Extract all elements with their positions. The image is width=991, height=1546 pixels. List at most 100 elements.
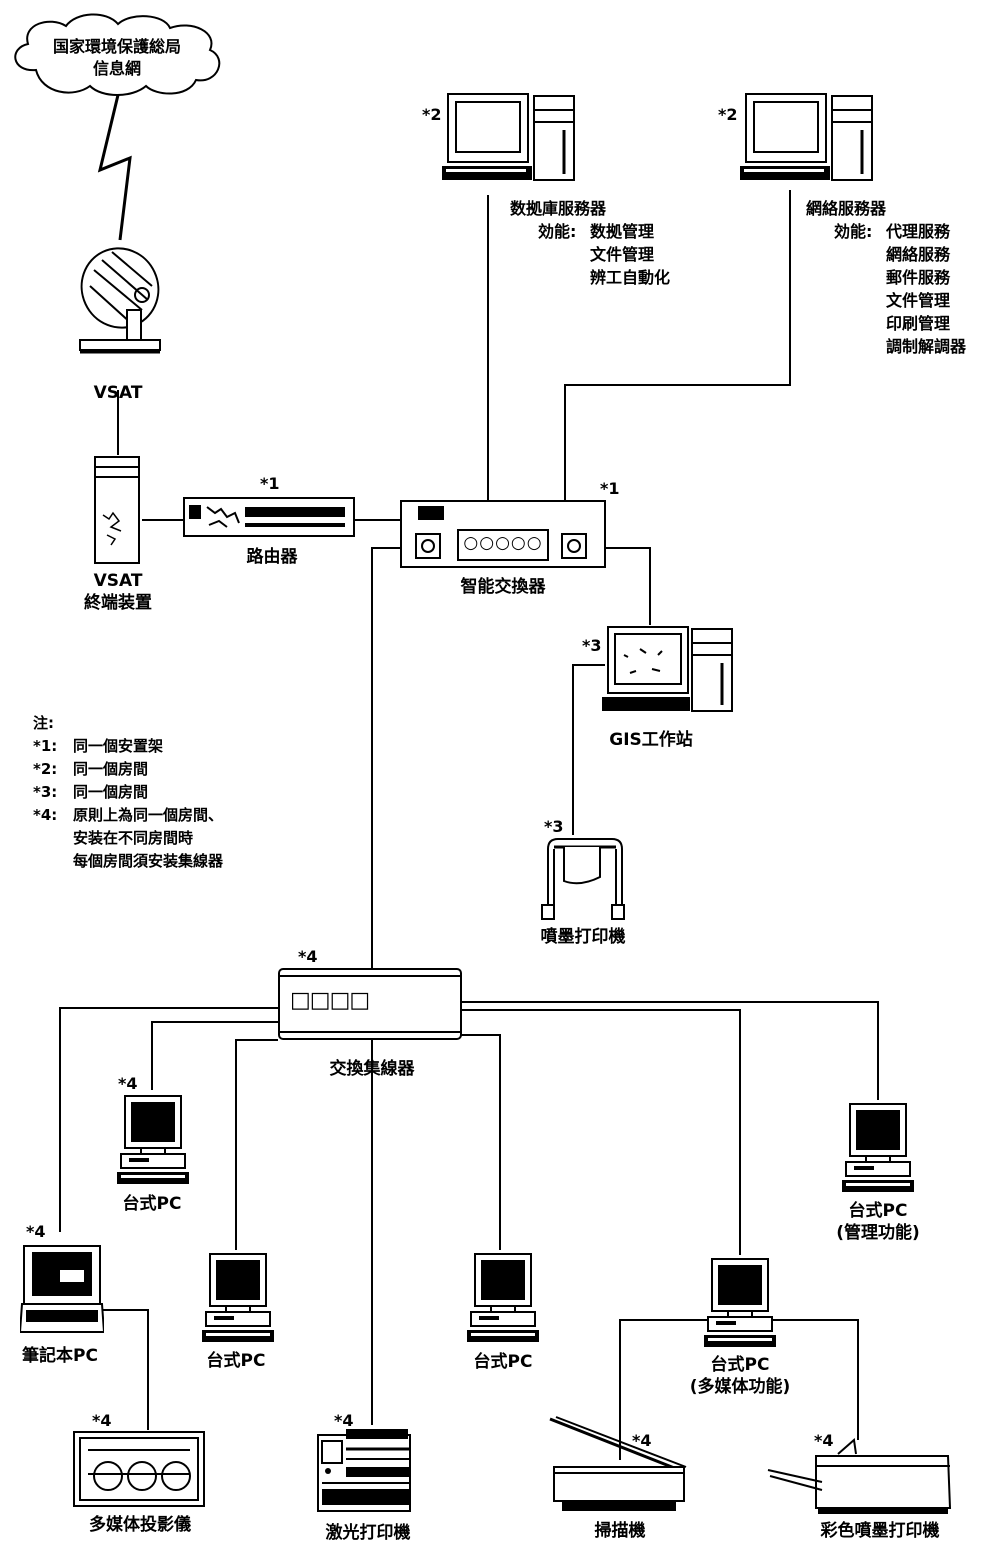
switching-hub: □□□□: [278, 968, 462, 1040]
desktop-pc-management: [840, 1100, 916, 1198]
db-func-3: 辨工自動化: [590, 266, 670, 289]
notebook-label: 筆記本PC: [22, 1345, 98, 1367]
notebook-mark: *4: [26, 1223, 46, 1241]
line-hub-pc3: [460, 1035, 500, 1250]
network-server: [738, 90, 880, 190]
desktop-pc-icon: [840, 1100, 916, 1198]
gis-workstation: [600, 625, 738, 720]
db-server-mark: *2: [422, 106, 442, 124]
notes-title: 注:: [33, 712, 223, 735]
net-server-func-key: 効能:: [834, 220, 886, 243]
hub-label: 交換集線器: [330, 1058, 415, 1080]
pc-mgmt-label2: (管理功能): [836, 1222, 920, 1244]
projector-mark: *4: [92, 1412, 112, 1430]
net-func-5: 印刷管理: [886, 312, 950, 335]
desktop-pc-icon: [702, 1255, 778, 1353]
laser-printer: [316, 1425, 416, 1517]
pc-mm-label1: 台式PC: [711, 1354, 770, 1376]
router: [183, 497, 355, 537]
laptop-icon: [20, 1242, 104, 1337]
line-hub-pcmgmt: [460, 1002, 878, 1100]
net-server-info: 網絡服務器 効能:代理服務 網絡服務 郵件服務 文件管理 印刷管理 調制解調器: [806, 197, 966, 358]
inkjet-mark: *3: [544, 818, 564, 836]
net-func-3: 郵件服務: [886, 266, 950, 289]
cloud-label-line1: 国家環境保護総局: [53, 36, 181, 58]
net-func-1: 代理服務: [886, 220, 950, 243]
desktop-pc-multimedia: [702, 1255, 778, 1353]
note-item: *2:同一個房間: [33, 758, 223, 781]
desktop-pc-icon: [200, 1250, 276, 1348]
pc-mgmt-label1: 台式PC: [849, 1200, 908, 1222]
router-mark: *1: [260, 475, 280, 493]
db-server-func-key: 効能:: [538, 220, 590, 243]
intelligent-switch: ○○○○○: [400, 500, 606, 568]
multimedia-projector: [72, 1430, 206, 1510]
switch-label: 智能交換器: [461, 576, 546, 598]
gis-label: GIS工作站: [609, 729, 693, 751]
workstation-icon: [600, 625, 738, 720]
vsat-terminal-label1: VSAT: [94, 570, 143, 592]
inkjet-label: 噴墨打印機: [541, 926, 626, 948]
vsat-terminal-label2: 終端装置: [84, 592, 152, 614]
gis-mark: *3: [582, 637, 602, 655]
vsat-label: VSAT: [94, 382, 143, 404]
desktop-pc-2: [200, 1250, 276, 1348]
projector-icon: [72, 1430, 206, 1510]
hub-mark: *4: [298, 948, 318, 966]
net-server-title: 網絡服務器: [806, 197, 966, 220]
desktop-pc-icon: [115, 1092, 191, 1190]
wireless-link-icon: [100, 95, 130, 240]
switch-mark: *1: [600, 480, 620, 498]
server-computer-icon: [440, 90, 582, 190]
projector-label: 多媒体投影儀: [89, 1514, 191, 1536]
db-server-title: 数拠庫服務器: [510, 197, 670, 220]
pc1-mark: *4: [118, 1075, 138, 1093]
notes: 注: *1:同一個安置架 *2:同一個房間 *3:同一個房間 *4:原則上為同一…: [33, 712, 223, 873]
db-func-1: 数拠管理: [590, 220, 654, 243]
terminal-tower-icon: [93, 455, 141, 567]
hub-ports: □□□□: [290, 988, 369, 1013]
vsat-terminal: [93, 455, 141, 567]
note-item: 每個房間須安装集線器: [33, 850, 223, 873]
note-item: *4:原則上為同一個房間、: [33, 804, 223, 827]
inkjet-printer: [540, 835, 630, 921]
router-label: 路由器: [247, 546, 298, 568]
router-icon: [183, 497, 355, 537]
line-switch-hub: [372, 548, 400, 970]
note-item: *3:同一個房間: [33, 781, 223, 804]
db-server-info: 数拠庫服務器 効能:数拠管理 文件管理 辨工自動化: [510, 197, 670, 289]
color-printer-icon: [766, 1438, 956, 1518]
laser-label: 激光打印機: [326, 1522, 411, 1544]
line-hub-pc1: [152, 1022, 278, 1090]
scanner-label: 掃描機: [595, 1520, 646, 1542]
desktop-pc-1: [115, 1092, 191, 1190]
server-computer-icon: [738, 90, 880, 190]
desktop-pc-3: [465, 1250, 541, 1348]
laser-printer-icon: [316, 1425, 416, 1517]
net-server-mark: *2: [718, 106, 738, 124]
net-func-4: 文件管理: [886, 289, 950, 312]
note-item: 安装在不同房間時: [33, 827, 223, 850]
satellite-dish-icon: [72, 240, 167, 358]
line-switch-gis: [605, 548, 650, 625]
switch-ports: ○○○○○: [460, 533, 546, 553]
pc1-label: 台式PC: [123, 1193, 182, 1215]
net-func-2: 網絡服務: [886, 243, 950, 266]
scanner-icon: [546, 1415, 688, 1515]
note-item: *1:同一個安置架: [33, 735, 223, 758]
notebook-pc: [20, 1242, 104, 1337]
line-hub-pcmm: [460, 1010, 740, 1255]
net-func-6: 調制解調器: [886, 335, 966, 358]
pc3-label: 台式PC: [474, 1351, 533, 1373]
vsat-dish: [72, 240, 167, 358]
pc-mm-label2: (多媒体功能): [690, 1376, 791, 1398]
color-inkjet-printer: [766, 1438, 956, 1518]
plotter-icon: [540, 835, 630, 921]
pc2-label: 台式PC: [207, 1350, 266, 1372]
desktop-pc-icon: [465, 1250, 541, 1348]
scanner: [546, 1415, 688, 1515]
cloud-label-line2: 信息網: [93, 58, 141, 80]
line-hub-pc2: [236, 1040, 278, 1250]
cloud-network: 国家環境保護総局 信息網: [6, 10, 228, 98]
